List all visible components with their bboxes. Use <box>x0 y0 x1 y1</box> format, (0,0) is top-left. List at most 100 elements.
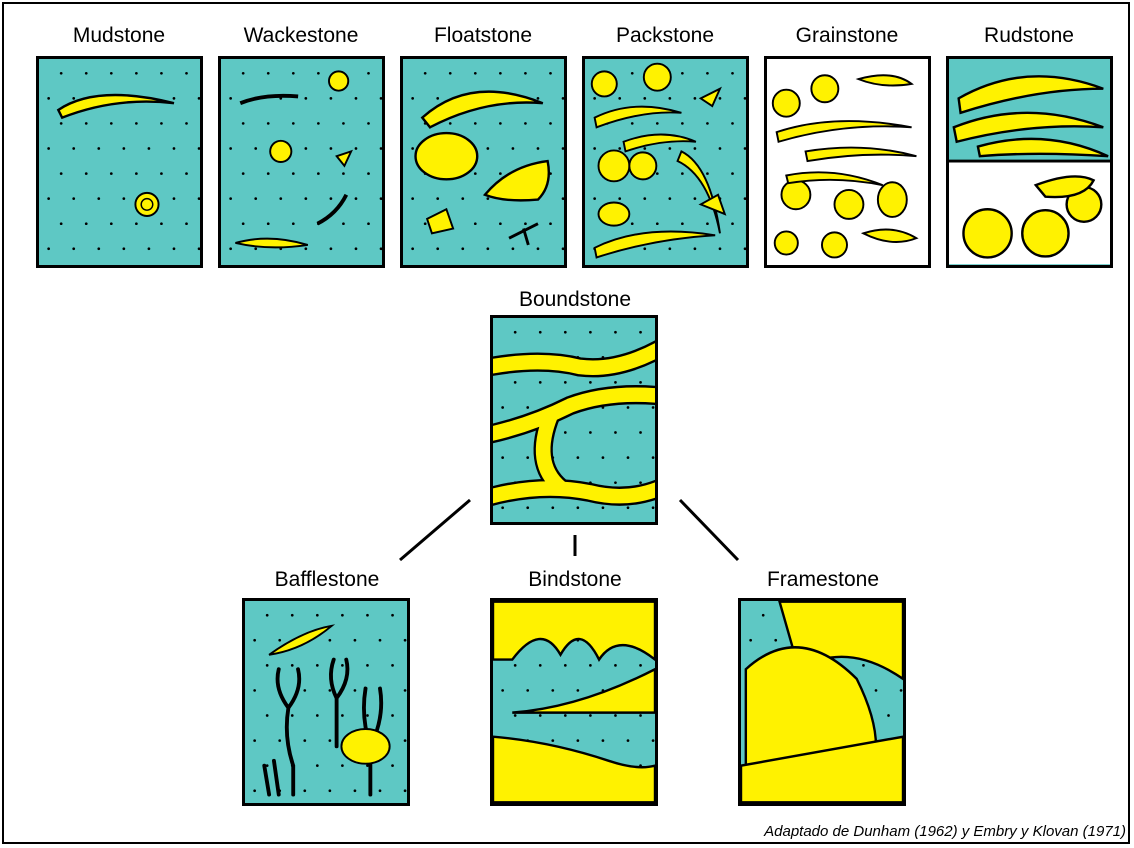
bivalve <box>485 161 549 200</box>
micrite-dot <box>652 739 655 742</box>
laminated-crust <box>493 737 655 803</box>
micrite-dot <box>436 197 439 200</box>
micrite-dot <box>304 97 307 100</box>
micrite-dot <box>354 789 357 792</box>
micrite-dot <box>549 222 552 225</box>
micrite-dot <box>514 714 517 717</box>
micrite-dot <box>85 172 88 175</box>
micrite-dot <box>330 197 333 200</box>
micrite-dot <box>173 247 176 250</box>
label-grainstone: Grainstone <box>747 24 947 48</box>
micrite-dot <box>562 97 564 100</box>
micrite-dot <box>731 222 734 225</box>
micrite-dot <box>304 197 307 200</box>
micrite-dot <box>486 247 489 250</box>
micrite-dot <box>110 72 113 75</box>
micrite-dot <box>316 764 319 767</box>
micrite-dot <box>436 97 439 100</box>
micrite-dot <box>72 147 75 150</box>
micrite-dot <box>110 122 113 125</box>
micrite-dot <box>474 222 477 225</box>
micrite-dot <box>355 147 358 150</box>
micrite-dot <box>514 664 517 667</box>
micrite-dot <box>694 197 697 200</box>
oolite-grain <box>270 141 291 162</box>
micrite-dot <box>639 481 642 484</box>
micrite-dot <box>135 72 138 75</box>
micrite-dot <box>404 789 407 792</box>
framestone-texture <box>741 601 903 803</box>
micrite-dot <box>526 506 529 509</box>
micrite-dot <box>135 122 138 125</box>
micrite-dot <box>706 172 709 175</box>
micrite-dot <box>564 381 567 384</box>
label-mudstone: Mudstone <box>19 24 219 48</box>
grains-in-sparry-cement <box>773 75 917 257</box>
micrite-dot <box>643 247 646 250</box>
micrite-dot <box>424 72 427 75</box>
micrite-dot <box>549 122 552 125</box>
micrite-dot <box>341 714 344 717</box>
micrite-dot <box>160 72 163 75</box>
micrite-dot <box>242 122 245 125</box>
micrite-dot <box>267 122 270 125</box>
micrite-dot <box>694 147 697 150</box>
micrite-dot <box>656 222 659 225</box>
stromatolite-lamina <box>493 602 655 660</box>
micrite-dot <box>486 197 489 200</box>
micrite-dot <box>577 739 580 742</box>
micrite-dot <box>292 72 295 75</box>
micrite-dot <box>501 456 504 459</box>
micrite-dot <box>537 247 540 250</box>
micrite-dot <box>60 72 63 75</box>
micrite-dot <box>549 72 552 75</box>
coral-fragment <box>341 729 389 764</box>
label-boundstone: Boundstone <box>475 288 675 312</box>
micrite-dot <box>668 247 671 250</box>
micrite-dot <box>731 122 734 125</box>
micrite-dot <box>404 639 407 642</box>
micrite-dot <box>512 147 515 150</box>
micrite-dot <box>499 172 502 175</box>
micrite-dot <box>627 406 630 409</box>
micrite-dot <box>577 456 580 459</box>
boundstone-texture <box>493 318 655 522</box>
micrite-dot <box>564 431 567 434</box>
micrite-dot <box>474 122 477 125</box>
micrite-dot <box>589 381 592 384</box>
micrite-dot <box>639 664 642 667</box>
micrite-dot <box>379 639 382 642</box>
micrite-dot <box>639 381 642 384</box>
micrite-dot <box>330 147 333 150</box>
micrite-dot <box>639 431 642 434</box>
micrite-dot <box>354 689 357 692</box>
micrite-dot <box>627 506 630 509</box>
micrite-dot <box>242 172 245 175</box>
micrite-dot <box>198 147 200 150</box>
micrite-dot <box>391 664 394 667</box>
micrite-dot <box>875 689 878 692</box>
micrite-dot <box>411 197 414 200</box>
micrite-dot <box>354 639 357 642</box>
micrite-dot <box>380 97 382 100</box>
micrite-dot <box>253 789 256 792</box>
micrite-dot <box>719 147 722 150</box>
micrite-dot <box>681 172 684 175</box>
micrite-dot <box>380 247 382 250</box>
micrite-dot <box>253 739 256 742</box>
micrite-dot <box>292 122 295 125</box>
micrite-dot <box>668 97 671 100</box>
micrite-dot <box>267 72 270 75</box>
micrite-dot <box>367 222 370 225</box>
micrite-dot <box>391 764 394 767</box>
micrite-dot <box>564 664 567 667</box>
micrite-dot <box>526 689 529 692</box>
micrite-dot <box>185 222 188 225</box>
micrite-dot <box>589 431 592 434</box>
micrite-dot <box>366 664 369 667</box>
micrite-dot <box>97 197 100 200</box>
floatstone-panel <box>400 56 567 268</box>
micrite-dot <box>551 739 554 742</box>
micrite-dot <box>292 222 295 225</box>
packed-grains <box>592 64 725 258</box>
